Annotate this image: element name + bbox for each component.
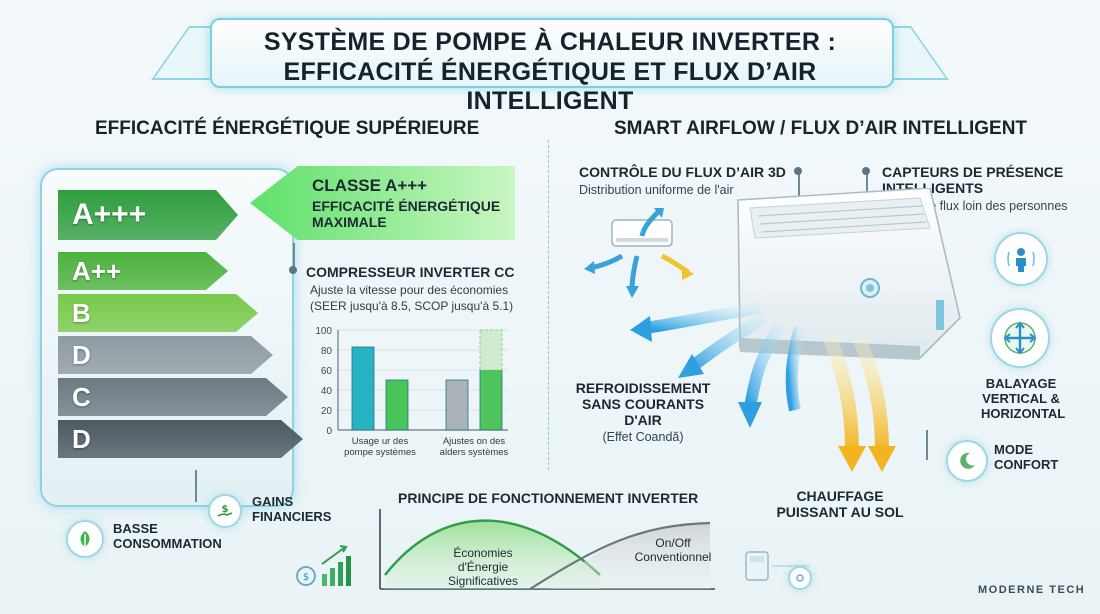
curve2-line-2: Conventionnel xyxy=(634,550,712,564)
air-conditioner-illustration xyxy=(630,188,961,472)
badge-title: CLASSE A+++ xyxy=(312,176,428,195)
basse-label: BASSE CONSOMMATION xyxy=(113,521,222,551)
sweep-line-2: VERTICAL & xyxy=(982,391,1060,406)
category-label: pompe systèmes xyxy=(344,447,416,458)
y-tick-label: 100 xyxy=(315,326,332,337)
badge-line-2: EFFICACITÉ ÉNERGÉTIQUE xyxy=(312,198,501,214)
right-section-heading: SMART AIRFLOW / FLUX D’AIR INTELLIGENT xyxy=(614,118,1028,139)
svg-text:$: $ xyxy=(222,504,229,515)
control-sub: Distribution uniforme de l'air xyxy=(579,183,734,197)
bar-1-0 xyxy=(445,379,469,431)
sweep-line-3: HORIZONTAL xyxy=(981,406,1066,421)
curve2-label: On/Off Conventionnel xyxy=(628,536,718,564)
class-badge: CLASSE A+++ EFFICACITÉ ÉNERGÉTIQUE MAXIM… xyxy=(250,166,515,240)
person-sensor-icon xyxy=(994,232,1048,286)
title-banner: SYSTÈME DE POMPE À CHALEUR INVERTER : EF… xyxy=(151,12,949,115)
sweep-line-1: BALAYAGE xyxy=(985,376,1057,391)
curve2-line-1: On/Off xyxy=(655,536,691,550)
settings-icon xyxy=(788,566,812,590)
gains-line-1: GAINS xyxy=(252,494,294,509)
badge-line-3: MAXIMALE xyxy=(312,214,387,230)
curve1-label: Économies d'Énergie Significatives xyxy=(428,546,538,588)
control-title: CONTRÔLE DU FLUX D’AIR 3D xyxy=(579,164,786,180)
gains-line-2: FINANCIERS xyxy=(252,509,332,524)
curve1-line-2: Significatives xyxy=(447,574,519,588)
heating-line-1: CHAUFFAGE xyxy=(796,488,884,504)
comfort-label: MODE CONFORT xyxy=(994,442,1058,472)
cooling-block: REFROIDISSEMENT SANS COURANTS D'AIR (Eff… xyxy=(568,380,718,444)
moon-comfort-icon xyxy=(946,440,988,482)
left-section-heading: EFFICACITÉ ÉNERGÉTIQUE SUPÉRIEURE xyxy=(95,118,480,139)
sensors-line-1: CAPTEURS DE PRÉSENCE xyxy=(882,164,1064,180)
airflow-3d-icon xyxy=(584,208,694,298)
energy-grade-4: C xyxy=(58,378,288,416)
y-tick-label: 60 xyxy=(321,366,333,377)
compressor-block: COMPRESSEUR INVERTER CC Ajuste la vitess… xyxy=(306,264,514,313)
heating-line-2: PUISSANT AU SOL xyxy=(776,504,904,520)
cooling-sub: (Effet Coandă) xyxy=(602,430,684,444)
bar-1-1 xyxy=(479,369,503,431)
cooling-line-2: SANS COURANTS D'AIR xyxy=(581,396,705,428)
brand-label: MODERNE TECH xyxy=(978,584,1086,596)
potential-bar xyxy=(479,329,503,371)
principle-title: PRINCIPE DE FONCTIONNEMENT INVERTER xyxy=(398,490,699,506)
y-tick-label: 40 xyxy=(321,386,333,397)
y-tick-label: 20 xyxy=(321,406,333,417)
compressor-line-2: (SEER jusqu'à 8.5, SCOP jusqu'à 5.1) xyxy=(310,299,514,313)
energy-grade-5: D xyxy=(58,420,303,458)
comfort-line-1: MODE xyxy=(994,442,1033,457)
category-label: Usage ur des xyxy=(352,436,409,447)
category-label: alders systèmes xyxy=(440,447,509,458)
growth-bars-icon: $ xyxy=(296,545,351,586)
heating-block: CHAUFFAGE PUISSANT AU SOL xyxy=(770,488,910,520)
energy-grade-1: A++ xyxy=(58,252,228,290)
curve1-line-1: Économies d'Énergie xyxy=(453,546,513,574)
eco-leaf-icon xyxy=(66,520,104,558)
y-tick-label: 80 xyxy=(321,346,333,357)
category-label: Ajustes on des xyxy=(443,436,506,447)
sweep-arrows-icon xyxy=(990,308,1050,368)
bar-0-0 xyxy=(351,346,375,431)
principle-curve-chart xyxy=(379,509,715,590)
svg-text:$: $ xyxy=(303,572,309,583)
control-block: CONTRÔLE DU FLUX D’AIR 3D Distribution u… xyxy=(579,164,786,197)
bar-0-1 xyxy=(385,379,409,431)
section-divider xyxy=(548,140,549,470)
title-line-2: EFFICACITÉ ÉNERGÉTIQUE ET FLUX D’AIR INT… xyxy=(283,58,817,115)
sweep-label: BALAYAGE VERTICAL & HORIZONTAL xyxy=(981,376,1066,421)
basse-line-1: BASSE xyxy=(113,521,158,536)
compressor-line-1: Ajuste la vitesse pour des économies xyxy=(310,283,509,297)
money-hand-icon: $ xyxy=(208,494,242,528)
cooling-line-1: REFROIDISSEMENT xyxy=(575,380,711,396)
comfort-line-2: CONFORT xyxy=(994,457,1059,472)
title-line-1: SYSTÈME DE POMPE À CHALEUR INVERTER : xyxy=(263,28,837,56)
energy-grade-2: B xyxy=(58,294,258,332)
energy-grade-0: A+++ xyxy=(58,190,238,240)
compressor-title: COMPRESSEUR INVERTER CC xyxy=(306,264,515,280)
gains-label: GAINS FINANCIERS xyxy=(252,494,331,524)
y-tick-label: 0 xyxy=(326,426,332,437)
basse-line-2: CONSOMMATION xyxy=(113,536,222,551)
energy-grade-3: D xyxy=(58,336,273,374)
